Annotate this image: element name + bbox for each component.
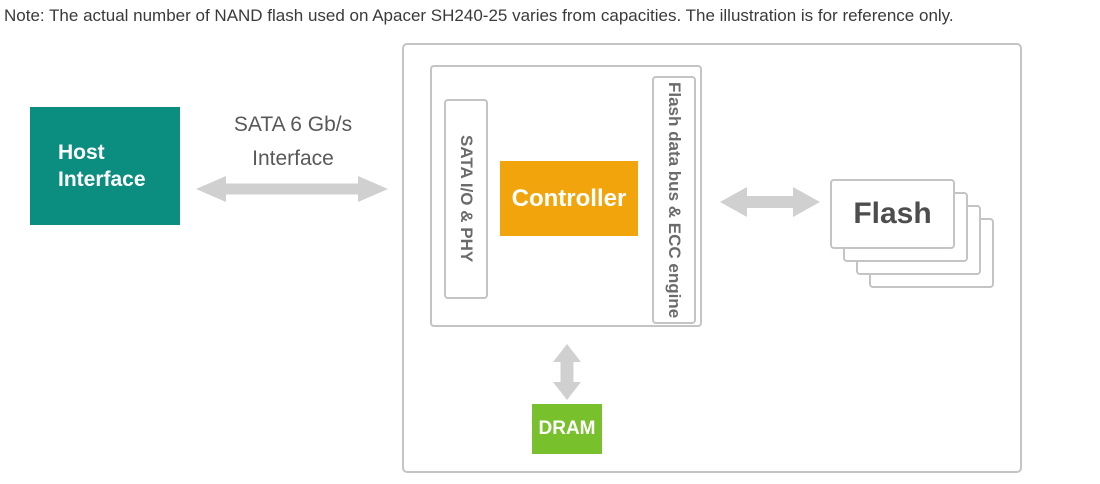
flash-bus-ecc-label: Flash data bus & ECC engine bbox=[665, 81, 684, 319]
dram-box: DRAM bbox=[532, 404, 602, 454]
controller-dram-bidirectional-arrow-icon bbox=[553, 344, 581, 400]
host-interface-label-line2: Interface bbox=[58, 168, 146, 191]
flash-bus-ecc-box: Flash data bus & ECC engine bbox=[652, 76, 696, 324]
sata-io-phy-box: SATA I/O & PHY bbox=[444, 99, 488, 299]
sata-interface-label-line1: SATA 6 Gb/s bbox=[233, 113, 353, 136]
controller-module-box: SATA I/O & PHY Controller Flash data bus… bbox=[430, 65, 702, 327]
flash-card-front: Flash bbox=[830, 179, 955, 249]
host-interface-box: Host Interface bbox=[30, 107, 180, 225]
note-text: Note: The actual number of NAND flash us… bbox=[4, 6, 954, 25]
sata-interface-label: SATA 6 Gb/s Interface bbox=[198, 108, 388, 176]
dram-label: DRAM bbox=[538, 418, 596, 439]
sata-interface-label-line2: Interface bbox=[252, 147, 334, 170]
controller-flash-bidirectional-arrow-icon bbox=[720, 187, 820, 217]
host-ssd-bidirectional-arrow-icon bbox=[196, 176, 388, 202]
flash-stack: Flash bbox=[830, 179, 995, 289]
sata-io-phy-label: SATA I/O & PHY bbox=[457, 135, 476, 263]
controller-label: Controller bbox=[511, 184, 627, 212]
ssd-enclosure-box: SATA I/O & PHY Controller Flash data bus… bbox=[402, 43, 1022, 473]
host-interface-label-line1: Host bbox=[58, 141, 105, 164]
flash-label: Flash bbox=[853, 197, 932, 230]
controller-box: Controller bbox=[500, 161, 638, 236]
